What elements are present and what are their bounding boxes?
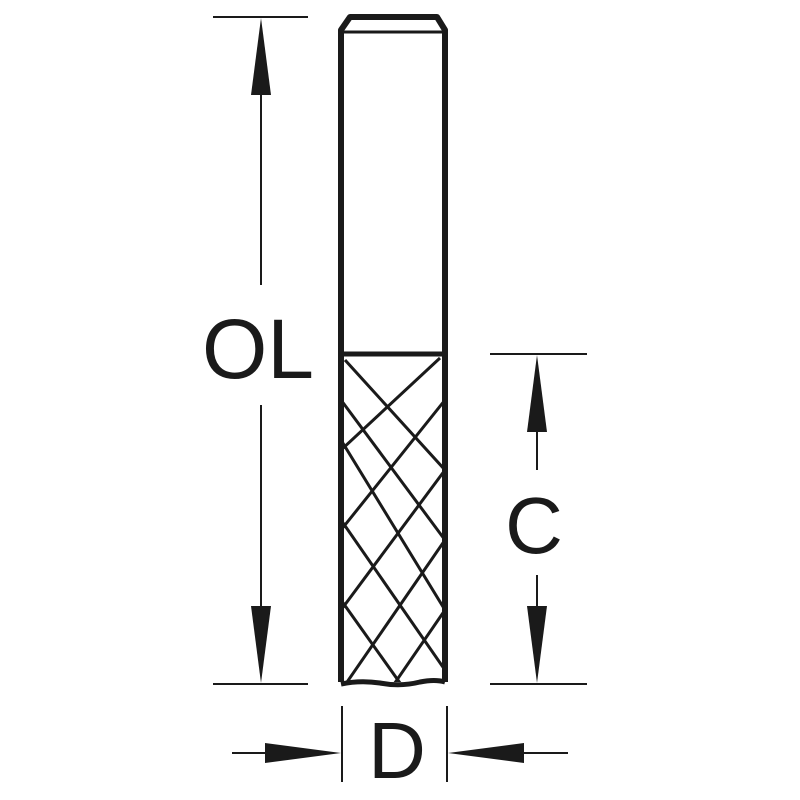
c-arrow-up [527, 355, 547, 432]
flute-hatching [341, 356, 445, 682]
c-arrow-down [527, 606, 547, 683]
ol-label: OL [202, 302, 314, 396]
c-label: C [505, 481, 563, 570]
d-arrow-right [265, 743, 341, 763]
overall-length-dimension [213, 16, 308, 685]
d-label: D [368, 706, 426, 795]
d-arrow-left [448, 743, 524, 763]
ol-arrow-up [251, 18, 271, 95]
cutting-length-dimension [490, 353, 587, 685]
router-bit [338, 14, 448, 688]
diameter-dimension [232, 706, 568, 782]
bit-tip-edge [340, 678, 446, 688]
ol-arrow-down [251, 606, 271, 683]
shank-outline [338, 14, 448, 682]
